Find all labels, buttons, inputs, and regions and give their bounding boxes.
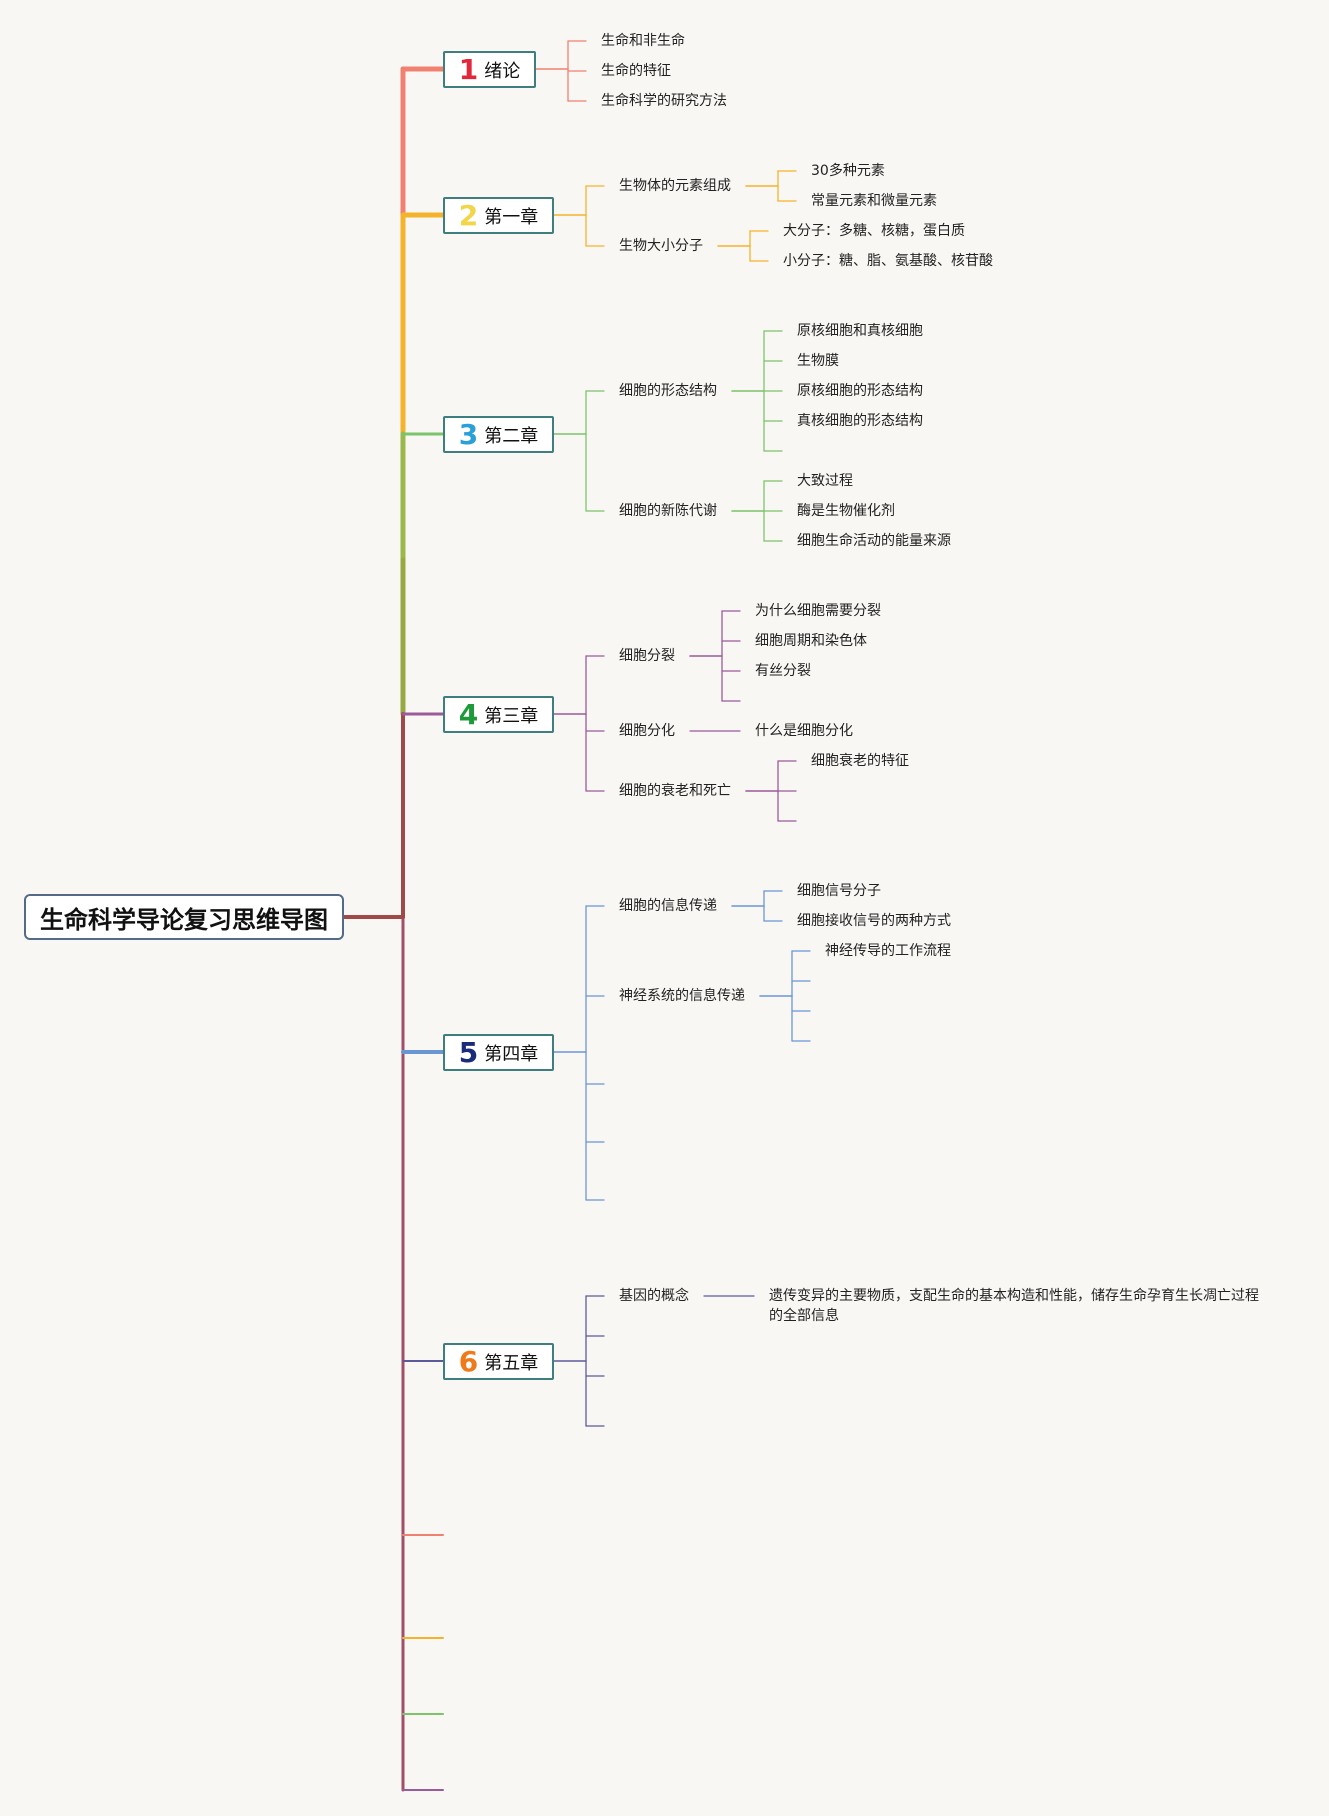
leaf-two-receiving-ways[interactable]: 细胞接收信号的两种方式: [797, 913, 951, 929]
leaf-prokaryote-structure[interactable]: 原核细胞的形态结构: [797, 383, 923, 399]
chapter-node-5[interactable]: 5 第四章: [443, 1034, 554, 1071]
chapter-label-5: 第四章: [484, 1043, 539, 1065]
leaf-eukaryote-structure[interactable]: 真核细胞的形态结构: [797, 413, 923, 429]
leaf-energy-source[interactable]: 细胞生命活动的能量来源: [797, 533, 951, 549]
chapter-node-6[interactable]: 6 第五章: [443, 1343, 554, 1380]
chapter-label-6: 第五章: [484, 1352, 539, 1374]
topic-nervous-signaling[interactable]: 神经系统的信息传递: [619, 988, 745, 1004]
leaf-mitosis[interactable]: 有丝分裂: [755, 663, 811, 679]
leaf-small-molecules[interactable]: 小分子：糖、脂、氨基酸、核苷酸: [783, 253, 993, 269]
leaf-nerve-conduction[interactable]: 神经传导的工作流程: [825, 943, 951, 959]
topic-cell-morphology[interactable]: 细胞的形态结构: [619, 383, 717, 399]
topic-research-methods[interactable]: 生命科学的研究方法: [601, 93, 727, 109]
topic-element-composition[interactable]: 生物体的元素组成: [619, 178, 731, 194]
leaf-what-is-differentiation[interactable]: 什么是细胞分化: [755, 723, 853, 739]
chapter-label-2: 第一章: [484, 206, 539, 228]
chapter-label-4: 第三章: [484, 705, 539, 727]
topic-cell-signaling[interactable]: 细胞的信息传递: [619, 898, 717, 914]
chapter-number-6: 6: [458, 1344, 479, 1378]
chapter-label-3: 第二章: [484, 425, 539, 447]
chapter-node-2[interactable]: 2 第一章: [443, 197, 554, 234]
chapter-node-1[interactable]: 1 绪论: [443, 51, 536, 88]
topic-cell-aging-death[interactable]: 细胞的衰老和死亡: [619, 783, 731, 799]
leaf-aging-features[interactable]: 细胞衰老的特征: [811, 753, 909, 769]
leaf-macromolecules[interactable]: 大分子：多糖、核糖，蛋白质: [783, 223, 965, 239]
topic-biomolecules[interactable]: 生物大小分子: [619, 238, 703, 254]
leaf-prokaryote-eukaryote[interactable]: 原核细胞和真核细胞: [797, 323, 923, 339]
chapter-node-4[interactable]: 4 第三章: [443, 696, 554, 733]
topic-cell-differentiation[interactable]: 细胞分化: [619, 723, 675, 739]
topic-gene-concept[interactable]: 基因的概念: [619, 1288, 689, 1304]
chapter-node-3[interactable]: 3 第二章: [443, 416, 554, 453]
chapter-label-1: 绪论: [484, 60, 521, 82]
chapter-number-2: 2: [458, 198, 479, 232]
leaf-why-divide[interactable]: 为什么细胞需要分裂: [755, 603, 881, 619]
chapter-number-5: 5: [458, 1035, 479, 1069]
root-node[interactable]: 生命科学导论复习思维导图: [24, 894, 344, 940]
topic-life-and-nonlife[interactable]: 生命和非生命: [601, 33, 685, 49]
topic-cell-metabolism[interactable]: 细胞的新陈代谢: [619, 503, 717, 519]
topic-cell-division[interactable]: 细胞分裂: [619, 648, 675, 664]
topic-life-features[interactable]: 生命的特征: [601, 63, 671, 79]
leaf-enzyme-catalyst[interactable]: 酶是生物催化剂: [797, 503, 895, 519]
leaf-30-elements[interactable]: 30多种元素: [811, 163, 885, 179]
chapter-number-3: 3: [458, 417, 479, 451]
leaf-general-process[interactable]: 大致过程: [797, 473, 853, 489]
leaf-macro-micro-elements[interactable]: 常量元素和微量元素: [811, 193, 937, 209]
root-title: 生命科学导论复习思维导图: [40, 905, 328, 934]
chapter-number-4: 4: [458, 697, 479, 731]
chapter-number-1: 1: [458, 52, 479, 86]
leaf-gene-definition[interactable]: 遗传变异的主要物质，支配生命的基本构造和性能，储存生命孕育生长凋亡过程的全部信息: [769, 1288, 1259, 1324]
leaf-cell-cycle[interactable]: 细胞周期和染色体: [755, 633, 867, 649]
leaf-biomembrane[interactable]: 生物膜: [797, 353, 839, 369]
leaf-signal-molecules[interactable]: 细胞信号分子: [797, 883, 881, 899]
